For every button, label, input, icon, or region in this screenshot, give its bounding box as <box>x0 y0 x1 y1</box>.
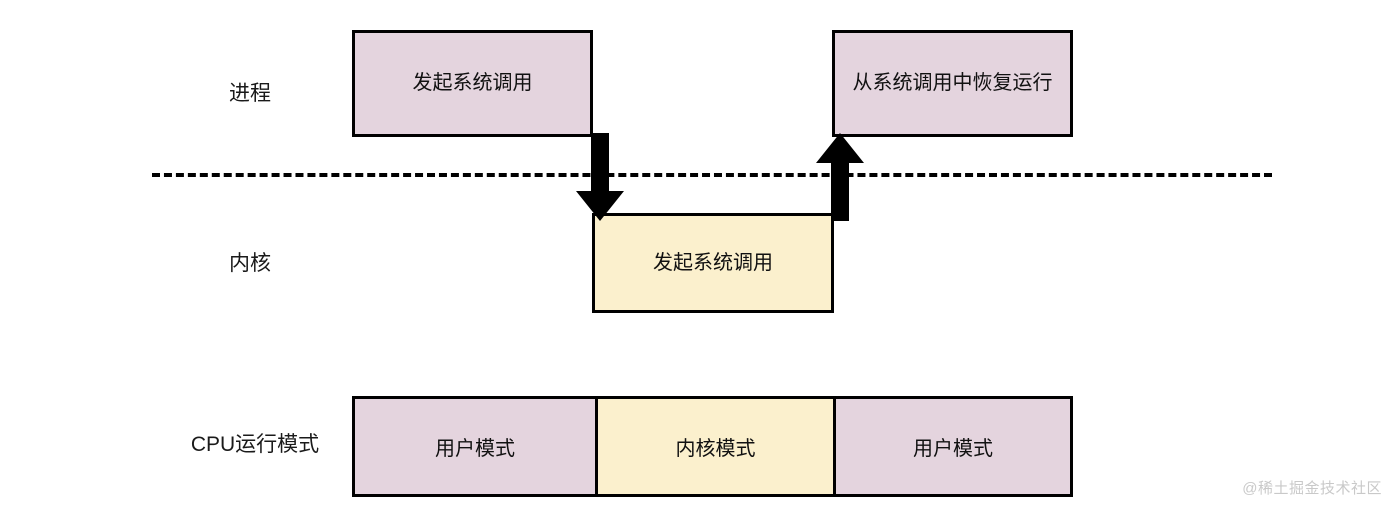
arrow-down-icon <box>576 133 624 226</box>
arrow-up-icon <box>816 133 864 226</box>
cpu-mode-timeline: 用户模式 内核模式 用户模式 <box>352 396 1073 497</box>
cpu-mode-cell-kernel: 内核模式 <box>595 399 836 494</box>
watermark: @稀土掘金技术社区 <box>1242 480 1382 497</box>
privilege-boundary-divider <box>152 173 1272 177</box>
cpu-mode-cell-user-1: 用户模式 <box>355 399 595 494</box>
row-label-process: 进程 <box>229 82 271 105</box>
box-initiate-system-call-kernel: 发起系统调用 <box>592 213 834 313</box>
row-label-kernel: 内核 <box>229 252 271 275</box>
row-label-cpu-mode: CPU运行模式 <box>190 433 320 456</box>
box-resume-from-system-call: 从系统调用中恢复运行 <box>832 30 1073 137</box>
box-initiate-system-call-user: 发起系统调用 <box>352 30 593 137</box>
cpu-mode-cell-user-2: 用户模式 <box>836 399 1070 494</box>
